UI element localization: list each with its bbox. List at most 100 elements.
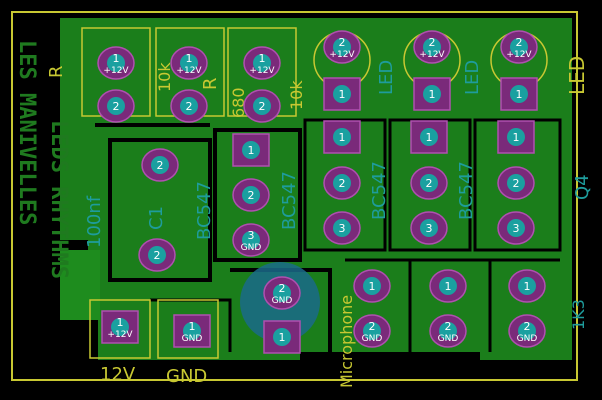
pad-drill: [333, 128, 351, 146]
pad-number: 1: [429, 88, 436, 101]
pad-number: 2: [516, 36, 523, 49]
gap-3: [303, 118, 387, 252]
pad-drill: [180, 97, 198, 115]
pad-p13: 1: [323, 120, 361, 154]
pad-number: 3: [248, 229, 255, 242]
pad-p11: 1: [413, 77, 451, 111]
pad-net-label: +12V: [176, 66, 202, 76]
pad-p25: 3: [497, 211, 535, 245]
gap-5: [473, 118, 562, 252]
pad-p2: 1+12V: [170, 46, 208, 80]
gap-2: [213, 128, 302, 262]
pad-drill: [333, 38, 351, 56]
pad-net-label: +12V: [506, 50, 532, 60]
silk-bc547-a: BC547: [194, 181, 215, 240]
pad-p21: 2: [497, 166, 535, 200]
board-title-line2: LEDS RHYTHMS: [46, 120, 71, 279]
pad-number: 1: [339, 88, 346, 101]
pad-shape: [323, 120, 361, 154]
pad-drill: [273, 328, 291, 346]
pad-number: 2: [154, 249, 161, 262]
pad-net-label: GND: [438, 334, 459, 344]
pad-drill: [180, 54, 198, 72]
silk-r2: R: [200, 77, 221, 90]
pad-drill: [423, 85, 441, 103]
pad-p5: 2+12V: [413, 30, 451, 64]
pad-p16: 1: [232, 133, 270, 167]
pad-p8: 2: [170, 89, 208, 123]
pad-drill: [507, 219, 525, 237]
silk-bc547-d: BC547: [456, 161, 477, 220]
pad-p27: 1: [429, 269, 467, 303]
pad-number: 1: [513, 131, 520, 144]
pad-p4: 2+12V: [323, 30, 361, 64]
pad-number: 2: [429, 36, 436, 49]
gap-1: [108, 138, 212, 282]
pad-number: 3: [339, 222, 346, 235]
pad-drill: [510, 85, 528, 103]
pad-number: 2: [524, 320, 531, 333]
pad-net-label: +12V: [419, 50, 445, 60]
pad-net-label: +12V: [103, 66, 129, 76]
outline-conn-gnd: [157, 299, 219, 359]
pad-p26: 1: [353, 269, 391, 303]
pad-number: 2: [369, 320, 376, 333]
pad-drill: [423, 38, 441, 56]
pad-p6: 2+12V: [500, 30, 538, 64]
pad-drill: [363, 322, 381, 340]
gap-4: [388, 118, 472, 252]
pad-drill: [420, 219, 438, 237]
board-outline: [11, 11, 578, 381]
pad-number: 1: [516, 88, 523, 101]
pad-number: 3: [426, 222, 433, 235]
pad-p24: 3: [410, 211, 448, 245]
pad-number: 2: [259, 100, 266, 113]
silk-10k: 10k: [155, 62, 174, 92]
pad-p14: 1: [410, 120, 448, 154]
silk-r-top-left: R: [46, 65, 67, 78]
pad-drill: [363, 277, 381, 295]
pad-number: 2: [339, 36, 346, 49]
pad-drill: [111, 318, 129, 336]
pad-drill: [242, 186, 260, 204]
pad-net-label: GND: [517, 334, 538, 344]
pad-number: 2: [513, 177, 520, 190]
pad-number: 1: [369, 280, 376, 293]
silk-microphone: Microphone: [337, 295, 356, 388]
pad-p28: 1: [508, 269, 546, 303]
silk-led1: LED: [376, 60, 397, 95]
pad-drill: [510, 38, 528, 56]
pad-number: 1: [186, 52, 193, 65]
pad-number: 2: [339, 177, 346, 190]
pad-p34: 1+12V: [101, 310, 139, 344]
pad-number: 1: [445, 280, 452, 293]
silk-labels: LES MANIVELLES LEDS RHYTHMS R 10k R 680 …: [14, 40, 593, 388]
silk-led3: LED: [565, 56, 589, 95]
pad-p10: 1: [323, 77, 361, 111]
pad-p15: 1: [497, 120, 535, 154]
board-title-line1: LES MANIVELLES: [14, 40, 39, 225]
pad-drill: [507, 174, 525, 192]
pad-net-label: GND: [272, 296, 293, 306]
pad-p12: 1: [500, 77, 538, 111]
pad-drill: [151, 156, 169, 174]
pad-p7: 2: [97, 89, 135, 123]
pad-number: 1: [117, 316, 124, 329]
pad-drill: [242, 231, 260, 249]
pad-number: 2: [279, 282, 286, 295]
pad-net-label: +12V: [107, 330, 133, 340]
pad-drill: [107, 97, 125, 115]
pad-number: 1: [426, 131, 433, 144]
pad-number: 2: [186, 100, 193, 113]
silk-gnd: GND: [166, 366, 207, 387]
pad-number: 1: [189, 320, 196, 333]
pad-drill: [420, 128, 438, 146]
pad-number: 3: [513, 222, 520, 235]
pad-p20: 2: [410, 166, 448, 200]
pad-p9: 2: [243, 89, 281, 123]
pad-net-label: +12V: [329, 50, 355, 60]
pad-drill: [253, 97, 271, 115]
